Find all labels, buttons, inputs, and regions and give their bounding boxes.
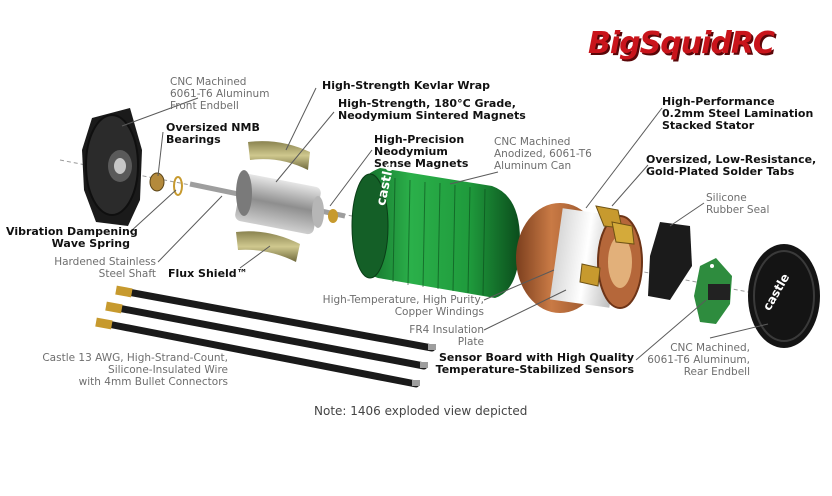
rotor — [189, 170, 346, 235]
label-rear-endbell: CNC Machined, 6061-T6 Aluminum, Rear End… — [647, 342, 750, 378]
label-kevlar-wrap: High-Strength Kevlar Wrap — [322, 79, 491, 92]
big-squid-rc-logo: BigSquidRC — [588, 26, 775, 61]
label-flux-shield: Flux Shield™ — [168, 267, 248, 280]
label-sense-magnets: High-Precision Neodymium Sense Magnets — [374, 133, 469, 170]
label-wave-spring: Vibration Dampening Wave Spring — [6, 225, 138, 250]
label-aluminum-can: CNC Machined Anodized, 6061-T6 Aluminum … — [494, 136, 592, 172]
label-windings: High-Temperature, High Purity, Copper Wi… — [322, 294, 484, 318]
kevlar-wrap-top — [248, 141, 310, 170]
wires — [95, 285, 436, 388]
flux-shield-bottom — [236, 231, 300, 262]
label-sensor-board: Sensor Board with High Quality Temperatu… — [435, 351, 634, 376]
label-stator: High-Performance 0.2mm Steel Lamination … — [662, 95, 814, 132]
label-wire: Castle 13 AWG, High-Strand-Count, Silico… — [42, 352, 228, 388]
aluminum-can — [351, 168, 520, 298]
label-sintered-magnets: High-Strength, 180°C Grade, Neodymium Si… — [338, 97, 526, 122]
label-rubber-seal: Silicone Rubber Seal — [706, 192, 770, 216]
label-insulation-plate: FR4 Insulation Plate — [409, 324, 484, 348]
footnote: Note: 1406 exploded view depicted — [314, 404, 528, 418]
leader-lines — [121, 87, 769, 361]
rubber-seal — [648, 222, 692, 300]
rear-endbell — [748, 244, 820, 348]
sensor-board — [694, 258, 732, 324]
label-solder-tabs: Oversized, Low-Resistance, Gold-Plated S… — [646, 153, 817, 178]
label-nmb-bearings: Oversized NMB Bearings — [166, 121, 260, 146]
stator — [516, 203, 643, 313]
front-endbell — [82, 108, 142, 226]
label-shaft: Hardened Stainless Steel Shaft — [54, 256, 156, 280]
bearing-and-spring — [149, 172, 183, 196]
label-front-endbell: CNC Machined 6061-T6 Aluminum Front Endb… — [170, 76, 270, 112]
